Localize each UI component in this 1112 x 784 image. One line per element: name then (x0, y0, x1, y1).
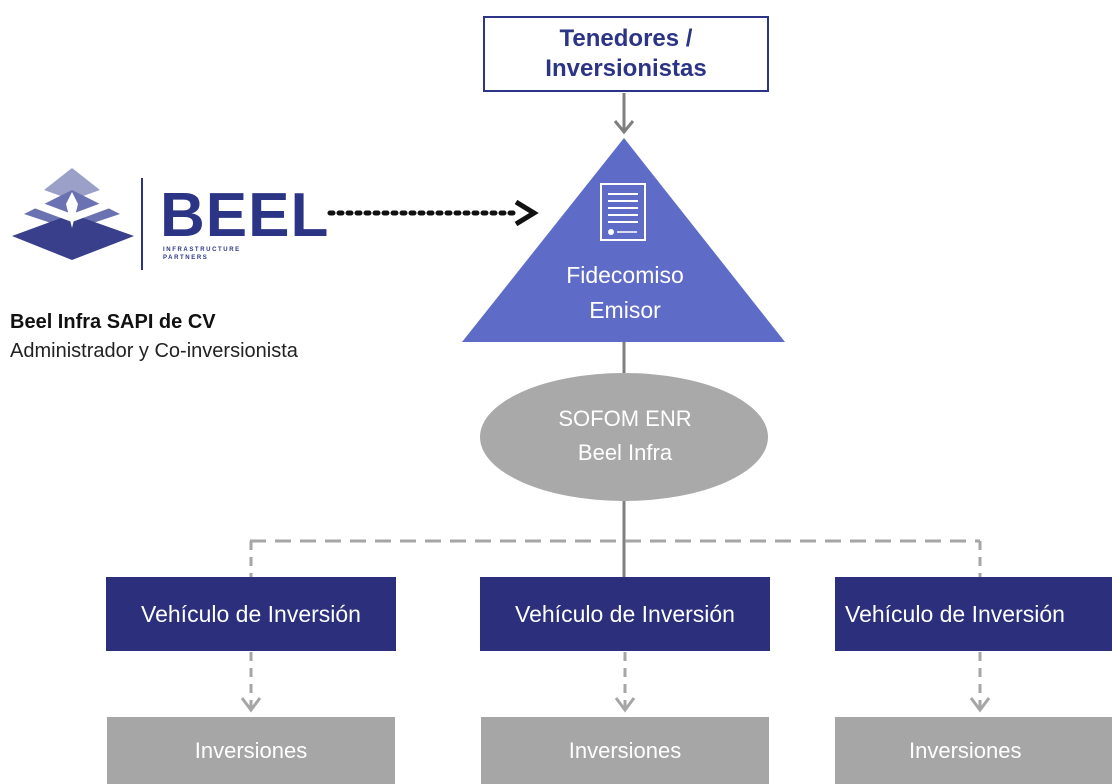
arrow-head-top-to-trust (613, 120, 635, 135)
logo-subtitle-line2: PARTNERS (163, 255, 209, 261)
logo-subtitle-line1: INFRASTRUCTURE (163, 247, 241, 253)
dotted-arrow-logo-to-trust (327, 199, 539, 227)
investments-label: Inversiones (194, 737, 308, 763)
logo-subtitle: INFRASTRUCTURE PARTNERS (163, 246, 241, 262)
holders-line1: Tenedores / (559, 25, 693, 52)
beel-logo-icon (12, 168, 134, 260)
sofom-label: SOFOM ENR Beel Infra (500, 402, 750, 470)
logo-divider (141, 178, 143, 270)
investments-label: Inversiones (909, 737, 1022, 763)
dashed-arrow-left (240, 652, 262, 713)
trust-line2: Emisor (589, 297, 661, 323)
vehicle-box-1: Vehículo de Inversión (106, 577, 396, 651)
investments-box-3: Inversiones (835, 717, 1112, 784)
vehicle-label: Vehículo de Inversión (845, 600, 1065, 627)
document-icon (600, 183, 646, 241)
vehicle-label: Vehículo de Inversión (141, 600, 361, 627)
investments-box-1: Inversiones (107, 717, 395, 784)
dashed-arrow-right (969, 652, 991, 713)
vehicle-box-2: Vehículo de Inversión (480, 577, 770, 651)
trust-label: Fidecomiso Emisor (520, 258, 730, 328)
holders-line2: Inversionistas (545, 55, 707, 82)
sofom-ellipse (480, 373, 768, 501)
sofom-line1: SOFOM ENR (558, 406, 692, 431)
vehicle-label: Vehículo de Inversión (515, 600, 735, 627)
holders-box: Tenedores / Inversionistas (483, 16, 769, 92)
company-role: Administrador y Co-inversionista (10, 340, 298, 362)
logo-wordmark: BEEL (160, 181, 330, 250)
investments-box-2: Inversiones (481, 717, 769, 784)
company-name: Beel Infra SAPI de CV (10, 311, 216, 333)
dashed-arrow-middle (614, 652, 636, 713)
trust-line1: Fidecomiso (566, 262, 684, 288)
sofom-line2: Beel Infra (577, 440, 673, 465)
vehicle-box-3: Vehículo de Inversión (835, 577, 1112, 651)
investments-label: Inversiones (568, 737, 682, 763)
